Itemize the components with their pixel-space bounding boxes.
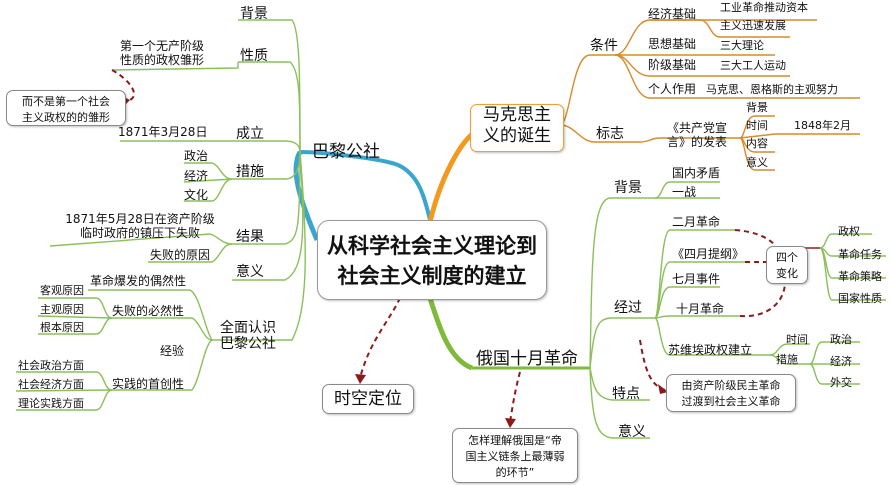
october-oct: 十月革命 <box>676 302 725 316</box>
marxism-economic-desc-2: 主义迅速发展 <box>720 19 786 32</box>
change-nature: 国家性质 <box>838 292 882 305</box>
paris-pioneer-theory: 理论实践方面 <box>18 397 84 410</box>
paris-inevitable: 失败的必然性 <box>112 304 185 318</box>
paris-experience: 经验 <box>160 344 185 358</box>
october-domestic: 国内矛盾 <box>672 166 721 180</box>
soviet-politics: 政治 <box>830 333 852 346</box>
october-significance: 意义 <box>618 424 646 440</box>
manifesto-time-value: 1848年2月 <box>794 119 851 132</box>
paris-founding-date: 1871年3月28日 <box>118 125 208 139</box>
paris-measures: 措施 <box>236 164 264 180</box>
october-feb: 二月革命 <box>672 215 721 229</box>
paris-cause-subjective: 主观原因 <box>40 303 84 316</box>
marxism-class: 阶级基础 <box>648 58 697 72</box>
marxism-ideological-desc: 三大理论 <box>720 39 764 52</box>
paris-pioneer-politics: 社会政治方面 <box>18 359 84 372</box>
paris-pioneer-economy: 社会经济方面 <box>18 378 84 391</box>
paris-nature-desc: 第一个无产阶级性质的政权雏形 <box>119 39 204 67</box>
marxism-economic-desc-1: 工业革命推动资本 <box>720 1 808 14</box>
paris-cause-fundamental: 根本原因 <box>40 321 84 334</box>
marxism-ideological: 思想基础 <box>648 37 697 51</box>
october-background: 背景 <box>614 180 642 196</box>
marxism-sign: 标志 <box>596 126 624 142</box>
paris-full-view: 全面认识巴黎公社 <box>220 320 276 353</box>
change-regime: 政权 <box>838 225 860 238</box>
october-process: 经过 <box>614 300 642 316</box>
paris-result-desc: 1871年5月28日在资产阶级临时政府的镇压下失败 <box>65 212 215 240</box>
manifesto-significance: 意义 <box>746 156 768 169</box>
paris-measure-economy: 经济 <box>184 169 209 183</box>
manifesto-background: 背景 <box>746 101 768 114</box>
marxism-manifesto: 《共产党宣言》的发表 <box>666 121 727 149</box>
october-soviet: 苏维埃政权建立 <box>668 343 753 357</box>
manifesto-time: 时间 <box>746 119 768 132</box>
october-soviet-measures: 措施 <box>776 353 798 366</box>
october-title: 俄国十月革命 <box>476 349 578 369</box>
paris-measure-politics: 政治 <box>184 149 209 163</box>
paris-founding: 成立 <box>236 126 264 142</box>
change-task: 革命任务 <box>838 248 882 261</box>
paris-nature-note: 而不是第一个社会主义政权的的雏形 <box>6 90 126 126</box>
manifesto-content: 内容 <box>746 137 768 150</box>
paris-commune-title: 巴黎公社 <box>312 142 380 162</box>
october-four-changes: 四个变化 <box>766 246 808 284</box>
change-strategy: 革命策略 <box>838 270 882 283</box>
central-topic-line1: 从科学社会主义理论到 <box>327 234 537 258</box>
marxism-title: 马克思主义的诞生 <box>470 104 564 152</box>
marxism-conditions: 条件 <box>590 38 618 54</box>
marxism-economic: 经济基础 <box>648 7 697 21</box>
paris-failure-cause: 失败的原因 <box>150 248 211 262</box>
paris-nature: 性质 <box>240 48 268 64</box>
spacetime-box: 时空定位 <box>322 384 414 414</box>
october-ww1: 一战 <box>672 185 697 199</box>
october-soviet-time: 时间 <box>786 333 808 346</box>
marxism-personal-desc: 马克思、恩格斯的主观努力 <box>706 83 838 96</box>
october-feature-desc: 由资产阶级民主革命过渡到社会主义革命 <box>666 374 796 412</box>
paris-significance: 意义 <box>236 264 264 280</box>
soviet-economy: 经济 <box>830 355 852 368</box>
paris-result: 结果 <box>236 229 264 245</box>
central-topic: 从科学社会主义理论到 社会主义制度的建立 <box>317 220 547 300</box>
marxism-personal: 个人作用 <box>648 82 697 96</box>
soviet-diplomacy: 外交 <box>830 376 852 389</box>
october-july: 七月事件 <box>672 272 721 286</box>
october-features: 特点 <box>612 386 640 402</box>
paris-background: 背景 <box>240 6 268 22</box>
paris-pioneering: 实践的首创性 <box>112 377 185 391</box>
paris-measure-culture: 文化 <box>184 188 209 202</box>
central-topic-line2: 社会主义制度的建立 <box>337 264 527 288</box>
october-april: 《四月提纲》 <box>672 247 745 261</box>
paris-accidental: 革命爆发的偶然性 <box>90 274 187 288</box>
marxism-class-desc: 三大工人运动 <box>720 59 786 72</box>
october-question: 怎样理解俄国是“帝国主义链条上最薄弱的环节” <box>452 428 578 483</box>
paris-cause-objective: 客观原因 <box>40 284 84 297</box>
